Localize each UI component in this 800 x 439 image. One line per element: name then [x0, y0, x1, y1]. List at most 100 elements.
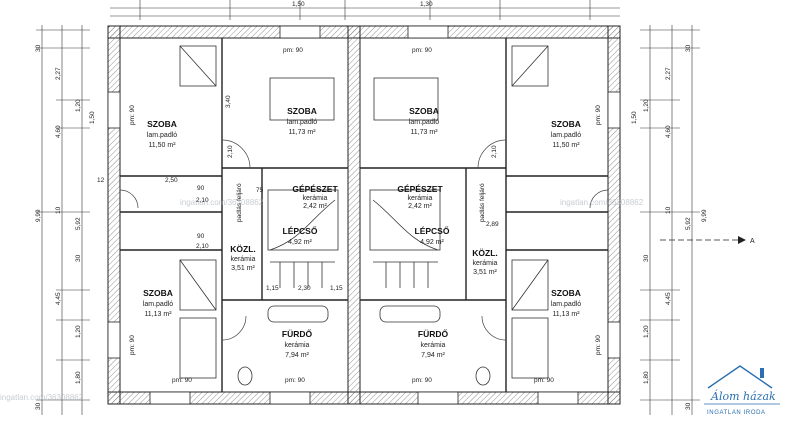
- right-dimension-labels: 30 2,27 1,20 1,50 4,60 9,99 10 5,92 30 4…: [631, 44, 708, 410]
- svg-text:2,42 m²: 2,42 m²: [303, 203, 327, 210]
- svg-text:GÉPÉSZET: GÉPÉSZET: [292, 184, 338, 194]
- svg-text:1,20: 1,20: [643, 325, 650, 338]
- svg-text:2,42 m²: 2,42 m²: [408, 203, 432, 210]
- room-furdo-right: FÜRDŐ kerámia 7,94 m²: [418, 328, 449, 359]
- attic-access-label: padlás feljáró: [236, 183, 243, 222]
- parapet-label: pm: 90: [412, 377, 432, 384]
- room-kozl-right: KÖZL. kerámia 3,51 m²: [472, 248, 498, 276]
- svg-text:2,30: 2,30: [298, 285, 311, 292]
- parapet-label: pm: 90: [285, 377, 305, 384]
- svg-text:3,51 m²: 3,51 m²: [473, 269, 497, 276]
- svg-text:11,13 m²: 11,13 m²: [552, 311, 580, 318]
- parapet-label: pm: 90: [412, 47, 432, 54]
- svg-text:2,27: 2,27: [55, 67, 62, 80]
- svg-text:4,60: 4,60: [665, 125, 672, 138]
- svg-text:9,99: 9,99: [701, 209, 708, 222]
- svg-text:3,51 m²: 3,51 m²: [231, 265, 255, 272]
- room-szoba-center-right: SZOBA lam.padló 11,73 m²: [409, 106, 439, 136]
- svg-text:1,80: 1,80: [75, 371, 82, 384]
- svg-text:4,45: 4,45: [55, 292, 62, 305]
- svg-text:GÉPÉSZET: GÉPÉSZET: [397, 184, 443, 194]
- watermark: ingatlan.com/36308862: [560, 198, 644, 207]
- room-lepcso-right: LÉPCSŐ 4,92 m²: [415, 225, 450, 246]
- dim-top-2: 1,30: [420, 1, 433, 8]
- svg-text:2,10: 2,10: [196, 243, 209, 250]
- logo-subtitle: INGATLAN IRODA: [707, 410, 766, 416]
- parapet-label: pm: 90: [129, 335, 136, 355]
- svg-text:4,92 m²: 4,92 m²: [420, 239, 444, 246]
- svg-text:1,15: 1,15: [266, 285, 279, 292]
- svg-text:lam.padló: lam.padló: [409, 119, 439, 126]
- outer-walls: [107, 25, 621, 405]
- svg-text:1,20: 1,20: [75, 99, 82, 112]
- svg-text:LÉPCSŐ: LÉPCSŐ: [283, 225, 318, 236]
- right-dimension-lines: [640, 25, 700, 415]
- svg-text:5,92: 5,92: [75, 217, 82, 230]
- svg-text:30: 30: [685, 44, 692, 52]
- svg-text:KÖZL.: KÖZL.: [230, 244, 256, 254]
- svg-text:FÜRDŐ: FÜRDŐ: [418, 328, 449, 339]
- room-szoba-left-bottom: SZOBA lam.padló 11,13 m²: [143, 288, 173, 318]
- svg-text:2,10: 2,10: [227, 145, 234, 158]
- parapet-label: pm: 90: [283, 47, 303, 54]
- svg-text:kerámia: kerámia: [231, 256, 256, 263]
- svg-text:90: 90: [197, 185, 205, 192]
- svg-text:11,73 m²: 11,73 m²: [410, 129, 438, 136]
- room-kozl-left: KÖZL. kerámia 3,51 m²: [230, 244, 256, 272]
- svg-text:30: 30: [35, 44, 42, 52]
- svg-text:11,50 m²: 11,50 m²: [552, 142, 580, 149]
- room-szoba-right-bottom: SZOBA lam.padló 11,13 m²: [551, 288, 581, 318]
- room-gepeszet-left: GÉPÉSZET kerámia 2,42 m²: [292, 184, 338, 210]
- svg-text:30: 30: [643, 254, 650, 262]
- svg-text:1,50: 1,50: [631, 111, 638, 124]
- svg-text:2,10: 2,10: [196, 197, 209, 204]
- interior-walls: [120, 38, 608, 392]
- left-dimension-lines: [36, 25, 90, 415]
- svg-text:11,13 m²: 11,13 m²: [144, 311, 172, 318]
- parapet-label: pm: 90: [595, 335, 602, 355]
- svg-text:4,92 m²: 4,92 m²: [288, 239, 312, 246]
- svg-text:75: 75: [256, 187, 264, 194]
- svg-text:11,50 m²: 11,50 m²: [148, 142, 176, 149]
- svg-text:10: 10: [665, 206, 672, 214]
- svg-text:11,73 m²: 11,73 m²: [288, 129, 316, 136]
- svg-text:1,15: 1,15: [330, 285, 343, 292]
- room-szoba-right-top: SZOBA lam.padló 11,50 m²: [551, 119, 581, 149]
- svg-text:7,94 m²: 7,94 m²: [421, 352, 445, 359]
- room-lepcso-left: LÉPCSŐ 4,92 m²: [283, 225, 318, 246]
- svg-text:kerámia: kerámia: [473, 260, 498, 267]
- svg-text:3,40: 3,40: [225, 95, 232, 108]
- top-dimension-lines: [110, 0, 620, 20]
- svg-text:5,92: 5,92: [685, 217, 692, 230]
- section-marker: A: [660, 236, 755, 245]
- parapet-label: pm: 90: [595, 105, 602, 125]
- svg-text:90: 90: [197, 233, 205, 240]
- svg-text:kerámia: kerámia: [421, 342, 446, 349]
- svg-text:lam.padló: lam.padló: [287, 119, 317, 126]
- svg-text:SZOBA: SZOBA: [551, 119, 581, 129]
- svg-text:9,99: 9,99: [35, 209, 42, 222]
- svg-text:kerámia: kerámia: [285, 342, 310, 349]
- svg-text:10: 10: [55, 206, 62, 214]
- door-swings: [119, 139, 609, 341]
- svg-text:lam.padló: lam.padló: [551, 132, 581, 139]
- svg-text:SZOBA: SZOBA: [287, 106, 317, 116]
- svg-text:2,10: 2,10: [491, 145, 498, 158]
- attic-access-label: padlás feljáró: [479, 183, 486, 222]
- svg-text:2,27: 2,27: [665, 67, 672, 80]
- room-gepeszet-right: GÉPÉSZET kerámia 2,42 m²: [397, 184, 443, 210]
- svg-text:1,50: 1,50: [89, 111, 96, 124]
- room-furdo-left: FÜRDŐ kerámia 7,94 m²: [282, 328, 313, 359]
- svg-text:lam.padló: lam.padló: [143, 301, 173, 308]
- svg-text:1,20: 1,20: [643, 99, 650, 112]
- svg-text:KÖZL.: KÖZL.: [472, 248, 498, 258]
- svg-text:SZOBA: SZOBA: [409, 106, 439, 116]
- room-szoba-center-left: SZOBA lam.padló 11,73 m²: [287, 106, 317, 136]
- svg-text:4,60: 4,60: [55, 125, 62, 138]
- svg-text:1,80: 1,80: [643, 371, 650, 384]
- furniture: [179, 45, 549, 386]
- parapet-label: pm: 90: [172, 377, 192, 384]
- svg-text:2,89: 2,89: [486, 221, 499, 228]
- svg-text:30: 30: [685, 402, 692, 410]
